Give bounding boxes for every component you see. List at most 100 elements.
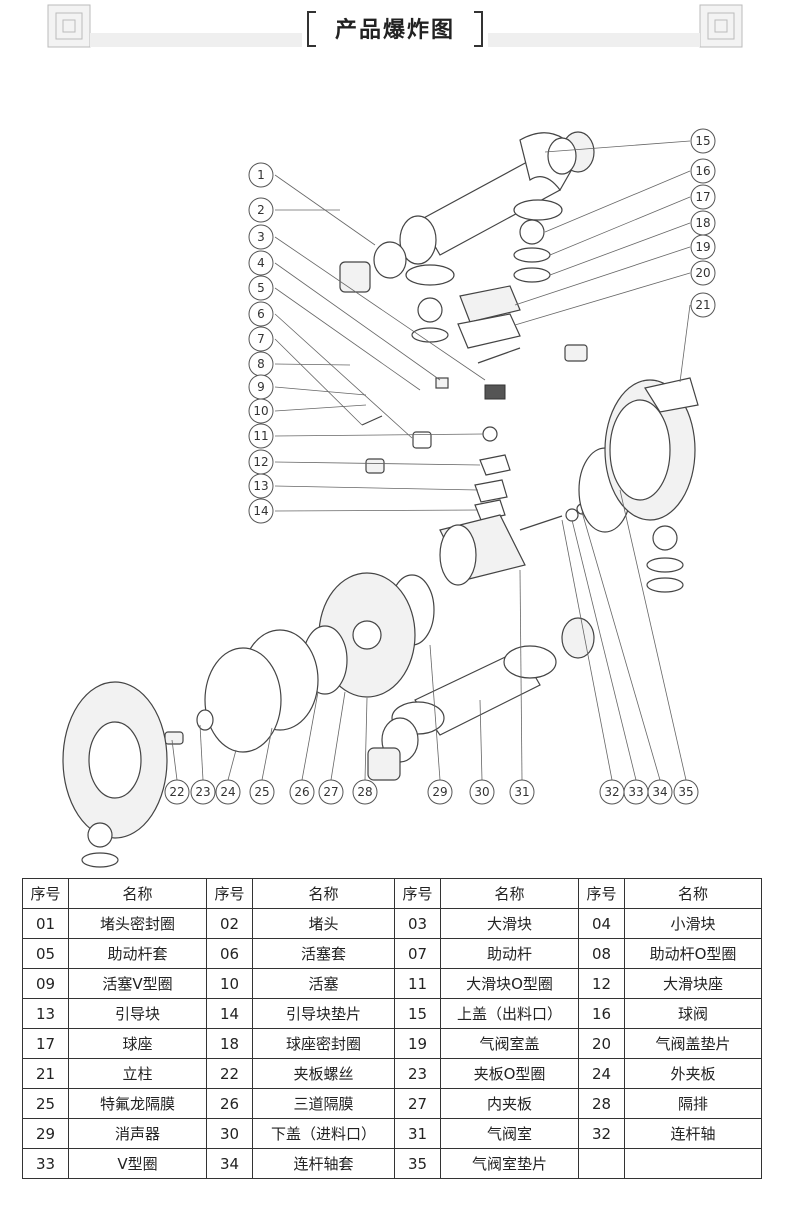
part-name-cell: 堵头密封圈 <box>68 908 207 939</box>
diaphragm-24 <box>204 647 282 753</box>
plug-02 <box>339 261 371 293</box>
part-number-cell: 24 <box>578 1058 625 1089</box>
svg-text:29: 29 <box>432 785 447 799</box>
svg-text:20: 20 <box>695 266 710 280</box>
header-decoration <box>47 4 743 48</box>
pump-parts <box>62 131 699 868</box>
svg-text:5: 5 <box>257 281 265 295</box>
callout-34: 34 <box>647 779 673 805</box>
ornament-left-icon <box>47 4 91 48</box>
part-name-cell: 助动杆O型圈 <box>624 938 762 969</box>
part-number-cell: 08 <box>578 938 625 969</box>
callout-10: 10 <box>248 398 274 424</box>
part-number-cell: 32 <box>578 1118 625 1149</box>
callouts: 1 2 3 4 5 6 7 8 9 10 11 12 13 14 15 16 1… <box>164 128 716 805</box>
callout-24: 24 <box>215 779 241 805</box>
part-name-cell: 隔排 <box>624 1088 762 1119</box>
callout-29: 29 <box>427 779 453 805</box>
banner-left <box>90 33 302 47</box>
housing-right-inner <box>609 399 671 501</box>
callout-26: 26 <box>289 779 315 805</box>
part-name-cell: 夹板O型圈 <box>440 1058 579 1089</box>
part-number-cell: 06 <box>206 938 253 969</box>
rod-sleeve-05 <box>435 377 449 389</box>
callout-33: 33 <box>623 779 649 805</box>
part-name-cell: 连杆轴套 <box>252 1148 395 1179</box>
housing-right-tab <box>644 377 699 413</box>
seat-left <box>411 327 449 343</box>
part-number-cell: 22 <box>206 1058 253 1089</box>
svg-text:8: 8 <box>257 357 265 371</box>
part-name-cell: 引导块垫片 <box>252 998 395 1029</box>
header-cell: 名称 <box>624 878 762 909</box>
seat-bottom-right <box>646 557 684 573</box>
callout-27: 27 <box>318 779 344 805</box>
part-name-cell: 球座密封圈 <box>252 1028 395 1059</box>
piston-sleeve-06 <box>412 431 432 449</box>
callout-6: 6 <box>248 301 274 327</box>
svg-text:23: 23 <box>195 785 210 799</box>
callout-17: 17 <box>690 184 716 210</box>
svg-text:35: 35 <box>678 785 693 799</box>
part-number-cell: 02 <box>206 908 253 939</box>
seal-01 <box>373 241 407 279</box>
part-number-cell: 01 <box>22 908 69 939</box>
svg-text:24: 24 <box>220 785 235 799</box>
header-cell: 序号 <box>578 878 625 909</box>
banner-right <box>488 33 700 47</box>
callout-32: 32 <box>599 779 625 805</box>
guide-13 <box>474 479 508 503</box>
part-name-cell: 活塞 <box>252 968 395 999</box>
part-number-cell: 27 <box>394 1088 441 1119</box>
page-title: 产品爆炸图 <box>334 18 455 43</box>
plug-seal-top <box>547 137 577 175</box>
ornament-right-icon <box>699 4 743 48</box>
seat-17 <box>513 247 551 263</box>
part-name-cell: 堵头 <box>252 908 395 939</box>
callout-21: 21 <box>690 292 716 318</box>
callout-8: 8 <box>248 351 274 377</box>
part-name-cell: 下盖（进料口） <box>252 1118 395 1149</box>
callout-28: 28 <box>352 779 378 805</box>
callout-23: 23 <box>190 779 216 805</box>
callout-15: 15 <box>690 128 716 154</box>
part-name-cell: 夹板螺丝 <box>252 1058 395 1089</box>
valve-gasket-20 <box>457 313 521 349</box>
part-number-cell: 19 <box>394 1028 441 1059</box>
callout-5: 5 <box>248 275 274 301</box>
part-number-cell: 28 <box>578 1088 625 1119</box>
shaft-32 <box>519 515 563 531</box>
part-name-cell: 气阀室 <box>440 1118 579 1149</box>
small-slide-04 <box>564 344 588 362</box>
callout-14: 14 <box>248 498 274 524</box>
svg-text:27: 27 <box>323 785 338 799</box>
part-number-cell: 20 <box>578 1028 625 1059</box>
part-name-cell: 消声器 <box>68 1118 207 1149</box>
part-number-cell: 17 <box>22 1028 69 1059</box>
callout-2: 2 <box>248 197 274 223</box>
part-name-cell: 助动杆套 <box>68 938 207 969</box>
callout-31: 31 <box>509 779 535 805</box>
part-number-cell: 03 <box>394 908 441 939</box>
title-bracket-left <box>307 11 316 47</box>
callout-30: 30 <box>469 779 495 805</box>
upper-flange-right <box>513 199 563 221</box>
part-number-cell: 25 <box>22 1088 69 1119</box>
part-number-cell: 34 <box>206 1148 253 1179</box>
part-name-cell: 气阀盖垫片 <box>624 1028 762 1059</box>
callout-13: 13 <box>248 473 274 499</box>
ball-bottom-left <box>87 822 113 848</box>
svg-text:30: 30 <box>474 785 489 799</box>
part-number-cell: 05 <box>22 938 69 969</box>
svg-text:31: 31 <box>514 785 529 799</box>
svg-text:4: 4 <box>257 256 265 270</box>
callout-4: 4 <box>248 250 274 276</box>
callout-11: 11 <box>248 423 274 449</box>
svg-text:2: 2 <box>257 203 265 217</box>
svg-text:17: 17 <box>695 190 710 204</box>
ball-bottom-right <box>652 525 678 551</box>
part-name-cell: 连杆轴 <box>624 1118 762 1149</box>
